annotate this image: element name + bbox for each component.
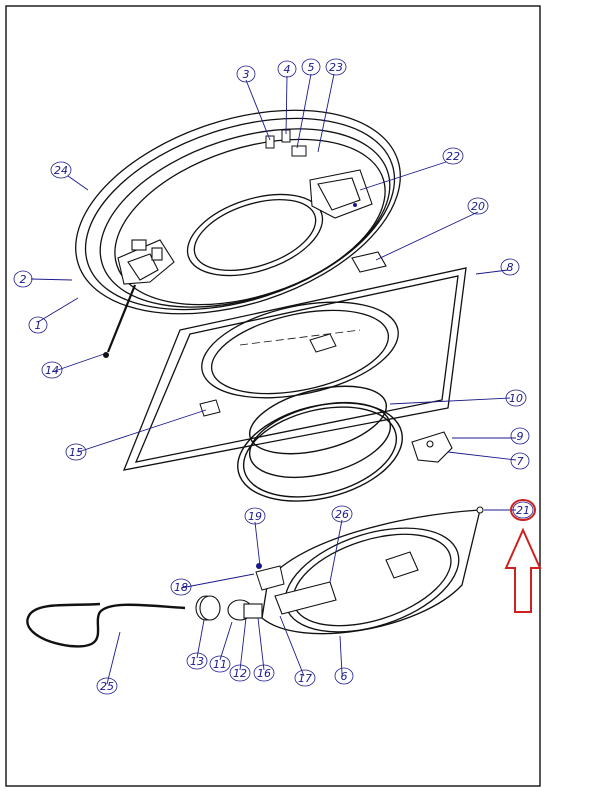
part-door-gasket [237,385,403,502]
callout-14: 14 [45,364,59,377]
callout-26: 26 [335,508,349,521]
part-small-hinge [255,563,285,591]
callout-9: 9 [517,430,524,443]
callout-11: 11 [213,658,227,671]
drawing-border [5,5,541,787]
callout-20-circle [467,197,489,215]
callout-16-circle [253,664,275,682]
part-rod [106,284,137,353]
part-screw-21 [476,506,484,514]
callout-8-circle [500,258,520,276]
callout-12: 12 [233,667,247,680]
callout-4: 4 [284,63,291,76]
callout-5-circle [301,58,321,76]
callout-17: 17 [298,672,312,685]
callout-6-circle [334,667,354,685]
callout-21: 21 [516,504,530,517]
callout-3: 3 [243,68,250,81]
callout-20: 20 [471,200,485,213]
callout-23-circle [325,58,347,76]
part-bracket-right [309,169,373,219]
highlight-circle [510,499,536,521]
part-hinge-left [117,239,175,285]
part-front-ring [75,109,401,315]
callout-24: 24 [54,164,68,177]
part-latch-9 [411,431,453,463]
callout-26-circle [331,505,353,523]
part-panel-latch [199,333,337,417]
callout-25-circle [96,677,118,695]
callout-7: 7 [517,455,524,468]
callout-1-circle [28,316,48,334]
callout-14-circle [41,361,63,379]
highlight-21: 21 [504,499,542,613]
part-front-panel [122,267,467,471]
callout-8: 8 [507,261,514,274]
highlight-arrow [504,527,542,613]
part-knob-assembly [195,595,263,621]
part-door-frame [261,509,481,635]
leader-lines [30,73,517,685]
part-plate-20 [351,251,387,273]
callout-18-circle [170,578,192,596]
callout-10: 10 [509,392,523,405]
callout-4-circle [277,60,297,78]
callout-22: 22 [446,150,460,163]
callout-19-circle [244,507,266,525]
callout-15: 15 [69,446,83,459]
callout-11-circle [209,655,231,673]
callout-9-circle [510,427,530,445]
callout-13-circle [186,652,208,670]
callout-labels: 3 4 5 23 22 24 20 2 8 1 14 10 9 15 7 19 … [20,61,524,693]
callout-1: 1 [35,319,42,332]
callout-25: 25 [100,680,114,693]
part-clips-top [265,129,307,157]
callouts [13,58,530,695]
callout-5: 5 [308,61,315,74]
callout-12-circle [229,664,251,682]
callout-7-circle [510,452,530,470]
callout-18: 18 [174,581,188,594]
part-rod-end [103,352,109,358]
part-door-handle-plate [274,551,419,615]
callout-3-circle [236,65,256,83]
callout-16: 16 [257,667,271,680]
callout-13: 13 [190,655,204,668]
callout-2-circle [13,270,33,288]
callout-23: 23 [329,61,343,74]
callout-15-circle [65,443,87,461]
callout-19: 19 [248,510,262,523]
callout-24-circle [50,161,72,179]
callout-10-circle [505,389,527,407]
callout-2: 2 [20,273,27,286]
part-cable [26,602,186,648]
callout-6: 6 [341,670,348,683]
callout-21-circle [512,501,534,519]
callout-22-circle [442,147,464,165]
callout-17-circle [294,669,316,687]
